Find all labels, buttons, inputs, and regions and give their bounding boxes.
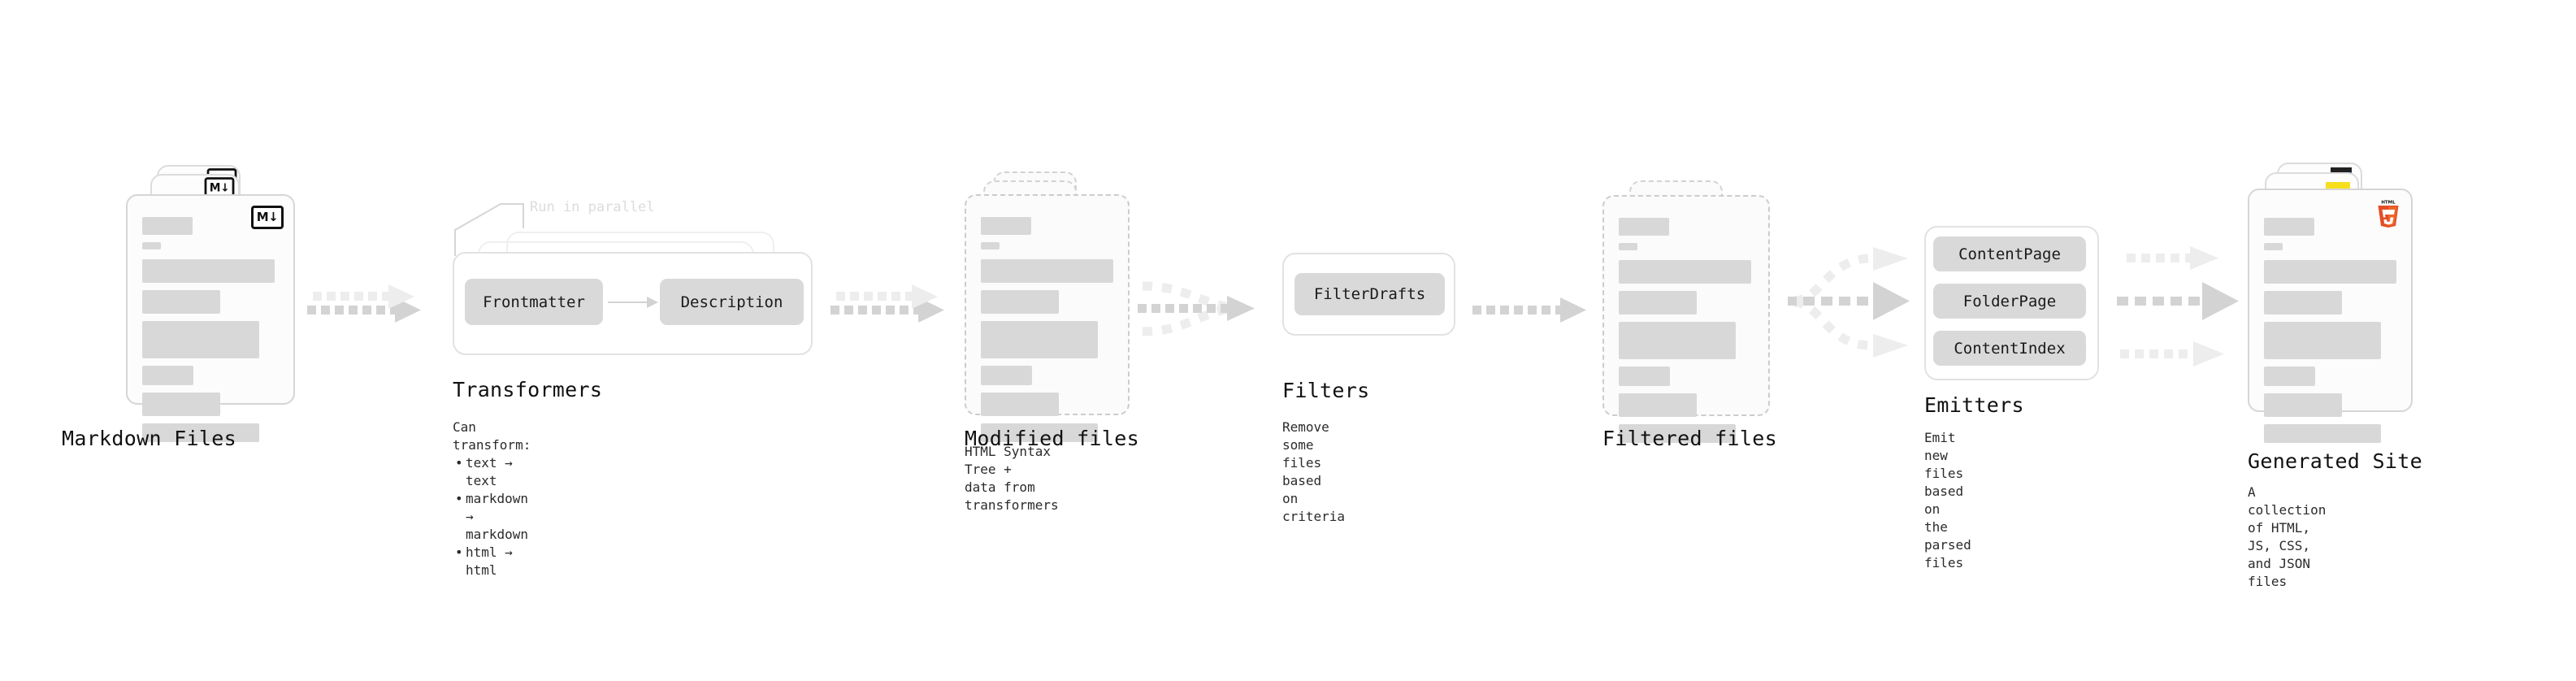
content-bar [981,242,1000,249]
generated-site-card: HTML [2248,189,2413,443]
run-in-parallel-bracket-icon [454,203,524,256]
stage-label-modified-files: Modified files [965,427,1139,450]
emitter-pill-folderpage: FolderPage [1933,284,2086,319]
content-bar [2264,393,2342,417]
content-bar [142,290,220,314]
content-bar [2264,424,2381,443]
content-bar [142,423,259,442]
generated-site-content-bars [2264,218,2400,450]
markdown-badge: M↓ [251,206,284,229]
content-bar [1619,367,1670,386]
content-bar [142,242,161,249]
transformer-pill-description: Description [660,279,804,325]
content-bar [142,393,220,416]
content-bar [1619,218,1669,236]
arrow-icon [2117,246,2239,367]
filtered-file-card [1602,195,1770,443]
filter-pill-filterdrafts: FilterDrafts [1295,273,1445,315]
content-bar [2264,367,2315,386]
transform-arrow-icon [608,297,658,308]
content-bar [1619,243,1637,250]
content-bar [2264,322,2381,359]
stage-label-filtered-files: Filtered files [1602,427,1777,450]
emitter-pill-contentindex: ContentIndex [1933,331,2086,366]
transformers-bullet-item: html → html [455,544,531,579]
filtered-file-content-bars [1619,218,1757,450]
arrow-filtered-files-to-emitters [1788,231,1930,373]
content-bar [981,393,1059,416]
subtitle-emitters: Emit new files based on the parsed files [1924,430,1971,570]
content-bar [981,290,1059,314]
content-bar [142,321,259,358]
content-bar [2264,291,2342,314]
transformers-bullets: Can transform: text → text markdown → ma… [453,419,531,579]
transformers-bullet-item: markdown → markdown [455,490,531,544]
arrow-icon [1138,281,1255,336]
label-transformers: Transformers [453,378,603,401]
content-bar [142,366,193,385]
modified-file-card [965,194,1130,442]
run-in-parallel-note: Run in parallel [530,199,655,215]
stage-label-filters: Filters [1282,379,1370,402]
arrow-icon [1788,247,1910,358]
content-bar [981,259,1113,283]
content-bar [1619,393,1697,417]
markdown-file-card: M↓ [126,194,295,442]
subtitle-modified-files: HTML Syntax Tree + data from transformer… [965,444,1059,513]
content-bar [142,217,193,235]
arrow-icon [1472,297,1586,323]
modified-file-content-bars [981,217,1117,449]
markdown-file-content-bars [142,217,282,449]
css-badge-cap [2331,167,2352,172]
content-bar [1619,291,1697,314]
arrow-markdown-to-transformers [307,280,421,329]
svg-text:HTML: HTML [2381,201,2396,206]
content-bar [1619,424,1736,443]
content-bar [981,423,1098,442]
emitter-pill-contentpage: ContentPage [1933,236,2086,271]
content-bar [1619,260,1751,284]
content-bar [981,217,1031,235]
content-bar [981,321,1098,358]
html5-badge: HTML [2378,201,2399,228]
content-bar [981,366,1032,385]
transformers-bullets-head: Can transform: [453,419,531,453]
stage-label-generated-site: Generated Site [2248,449,2422,473]
stage-label-emitters: Emitters [1924,393,2024,417]
transformers-bullet-item: text → text [455,454,531,490]
arrow-transformers-to-modified-files [830,280,944,329]
arrow-emitters-to-generated-site [2117,231,2255,373]
stage-label-markdown-files: Markdown Files [62,427,236,450]
arrow-icon [307,284,421,323]
content-bar [142,259,275,283]
content-bar [2264,243,2283,250]
arrow-modified-files-to-filters [1138,268,1268,349]
content-bar [2264,260,2396,284]
content-bar [2264,218,2314,236]
transformer-pill-frontmatter: Frontmatter [465,279,603,325]
content-bar [1619,322,1736,359]
arrow-icon [830,284,944,323]
subtitle-filters: Remove some files based on criteria [1282,419,1346,524]
subtitle-generated-site: A collection of HTML, JS, CSS, and JSON … [2248,484,2327,589]
arrow-filters-to-filtered-files [1472,280,1586,329]
